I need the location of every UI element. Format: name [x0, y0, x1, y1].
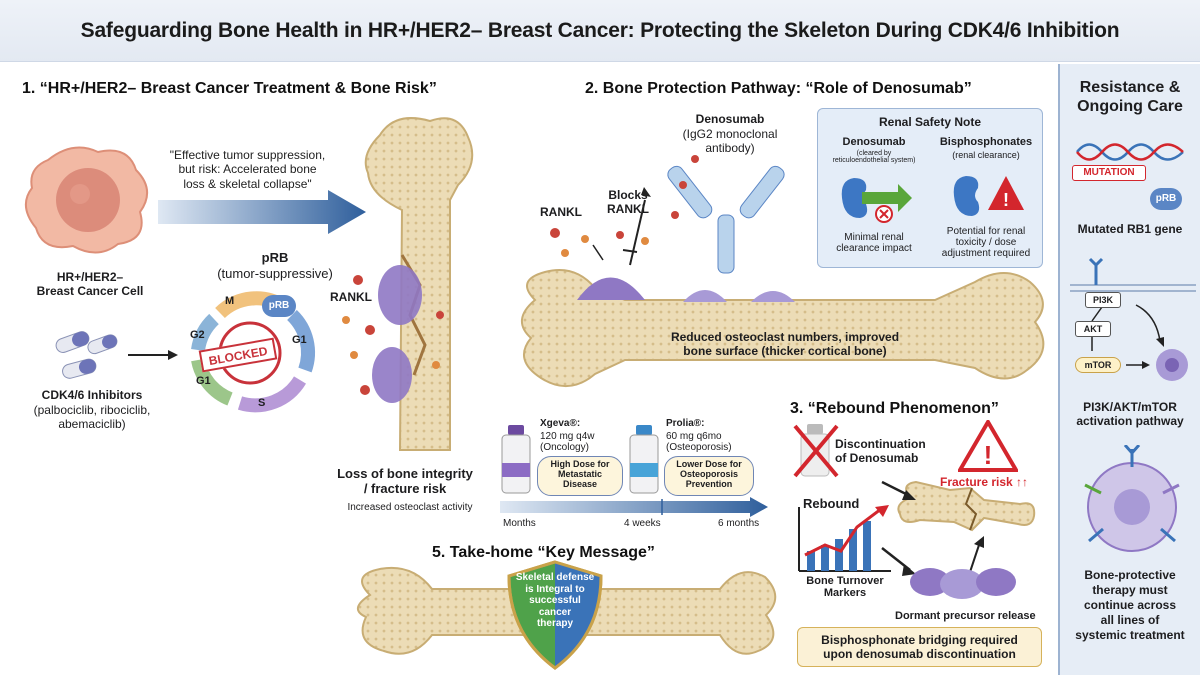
renal-col1-title: Denosumab — [842, 136, 906, 148]
denosumab-title: Denosumab — [695, 112, 765, 126]
blocks-rankl-label: Blocks RANKL — [607, 188, 649, 216]
bridging-text: Bisphosphonate bridging required upon de… — [821, 633, 1018, 661]
reduced-osteoclast-text: Reduced osteoclast numbers, improved bon… — [670, 330, 900, 358]
akt-node: AKT — [1075, 321, 1111, 337]
inhibitors-drugs: (palbociclib, ribociclib, abemaciclib) — [33, 403, 151, 431]
warning-triangle-icon: ! — [958, 420, 1018, 472]
rebound-bar-chart-icon — [798, 505, 891, 572]
mutation-badge: MUTATION — [1072, 165, 1146, 181]
renal-title: Renal Safety Note — [878, 115, 982, 129]
section1-rankl-label: RANKL — [330, 290, 372, 304]
therapy-message: Bone-protective therapy must continue ac… — [1075, 568, 1185, 642]
loss-title: Loss of bone integrity / fracture risk — [337, 466, 473, 496]
mutated-gene-label: Mutated RB1 gene — [1077, 222, 1183, 236]
xgeva-callout: High Dose for Metastatic Disease — [537, 456, 623, 496]
section3-heading: 3. “Rebound Phenomenon” — [790, 400, 999, 417]
cell-label: HR+/HER2– Breast Cancer Cell — [36, 270, 144, 299]
timeline-4-weeks: 4 weeks — [624, 518, 661, 529]
arrow-right-icon — [128, 350, 178, 360]
femur-damaged-illustration — [342, 117, 474, 451]
antibody-icon — [667, 165, 785, 274]
discontinuation-label: Discontinuation of Denosumab — [835, 437, 926, 465]
sidebar-heading: Resistance & Ongoing Care — [1077, 79, 1183, 116]
prb-subtitle: (tumor-suppressive) — [217, 266, 333, 281]
dna-helix-icon — [1076, 143, 1184, 161]
prb-badge: pRB — [262, 295, 296, 317]
timeline-months: Months — [503, 518, 536, 529]
breast-cancer-cell-icon — [25, 146, 148, 254]
shield-icon — [507, 560, 603, 670]
phase-m: M — [225, 295, 235, 307]
kidney-green-arrow-icon — [841, 178, 912, 223]
prolia-name: Prolia®: — [666, 418, 705, 429]
renal-col1-sub: (cleared by reticuloendothelial system) — [832, 150, 916, 164]
timeline-arrow — [500, 497, 768, 517]
pi3k-node: PI3K — [1085, 292, 1121, 308]
timeline-6-months: 6 months — [718, 518, 760, 529]
svg-text:!: ! — [1003, 190, 1009, 210]
renal-col2-note: Potential for renal toxicity / dose adju… — [941, 226, 1031, 259]
prb-title: pRB — [261, 250, 289, 265]
phase-g1-left: G1 — [196, 375, 211, 387]
rebound-label: Rebound — [803, 496, 860, 511]
dormant-label: Dormant precursor release — [895, 610, 1036, 622]
renal-col1-note: Minimal renal clearance impact — [836, 232, 912, 254]
prolia-callout: Lower Dose for Osteoporosis Prevention — [664, 456, 754, 496]
effect-quote: "Effective tumor suppression, but risk: … — [169, 148, 326, 191]
sidebar-prb-badge: pRB — [1150, 188, 1182, 210]
page-title: Safeguarding Bone Health in HR+/HER2– Br… — [80, 19, 1120, 42]
kidney-warning-icon: ! — [953, 176, 1024, 216]
loss-subtitle: Increased osteoclast activity — [347, 502, 473, 513]
pills-icon — [55, 331, 118, 379]
rankl-particles — [550, 155, 699, 266]
fracture-risk-label: Fracture risk ↑↑ — [940, 475, 1029, 489]
phase-g1-right: G1 — [292, 334, 307, 346]
mtor-node: mTOR — [1075, 357, 1121, 373]
xgeva-dose: 120 mg q4w (Oncology) — [540, 431, 595, 453]
healthy-bone-illustration — [521, 269, 1045, 387]
big-right-arrow-icon — [158, 190, 366, 234]
fractured-bone-illustration — [881, 480, 1036, 599]
pathway-label: PI3K/AKT/mTOR activation pathway — [1076, 400, 1184, 428]
prolia-vial-icon — [629, 425, 659, 494]
phase-s: S — [258, 397, 266, 409]
protected-cell-icon — [1084, 445, 1180, 552]
svg-text:!: ! — [984, 440, 993, 470]
inhibitors-title: CDK4/6 Inhibitors — [41, 388, 143, 402]
title-bar: Safeguarding Bone Health in HR+/HER2– Br… — [0, 0, 1200, 62]
xgeva-name: Xgeva®: — [540, 418, 581, 429]
discontinued-vial-icon — [793, 424, 839, 478]
xgeva-vial-icon — [501, 425, 531, 494]
shield-text: Skeletal defense is Integral to successf… — [515, 572, 595, 629]
section2-heading: 2. Bone Protection Pathway: “Role of Den… — [585, 80, 972, 97]
renal-col2-sub: (renal clearance) — [952, 150, 1020, 160]
denosumab-subtitle: (IgG2 monoclonal antibody) — [682, 127, 778, 155]
phase-g2: G2 — [190, 329, 205, 341]
bridging-box — [797, 627, 1042, 667]
pi3k-pathway-diagram — [1070, 257, 1196, 381]
section1-heading: 1. “HR+/HER2– Breast Cancer Treatment & … — [22, 80, 437, 97]
section5-heading: 5. Take-home “Key Message” — [432, 544, 655, 561]
bone-turnover-label: Bone Turnover Markers — [806, 575, 884, 599]
renal-col2-title: Bisphosphonates — [939, 136, 1033, 148]
section2-rankl-label: RANKL — [540, 205, 582, 219]
prolia-dose: 60 mg q6mo (Osteoporosis) — [666, 431, 732, 453]
